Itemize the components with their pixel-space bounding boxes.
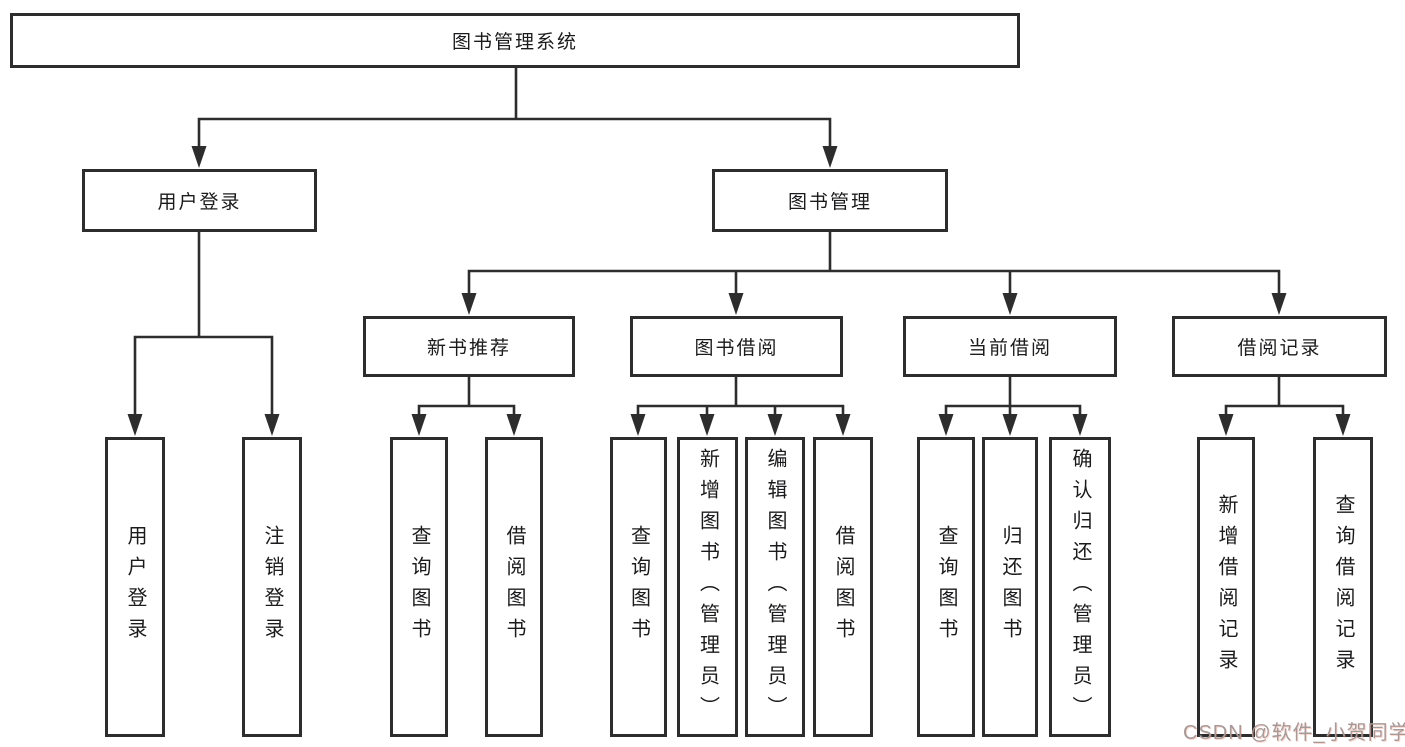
leaf-user-login: 用户登录: [105, 437, 165, 737]
branch-book-borrow: [636, 377, 845, 420]
node-book-borrow-label: 图书借阅: [694, 338, 779, 359]
leaf-add-book-admin-label: 新增图书（管理员）: [696, 447, 719, 727]
leaf-logout: 注销登录: [242, 437, 302, 737]
leaf-current-query-books-label: 查询图书: [935, 525, 957, 649]
node-new-book-recommend-label: 新书推荐: [426, 338, 511, 359]
leaf-current-query-books: 查询图书: [917, 437, 975, 737]
node-new-book-recommend: 新书推荐: [363, 316, 575, 377]
csdn-watermark: CSDN @软件_小贺同学: [1183, 722, 1405, 744]
branch-book-management: [467, 232, 1281, 300]
leaf-confirm-return-admin: 确认归还（管理员）: [1049, 437, 1111, 737]
leaf-add-borrow-record-label: 新增借阅记录: [1215, 494, 1237, 680]
branch-borrow-records: [1224, 377, 1345, 420]
leaf-user-login-label: 用户登录: [124, 525, 146, 649]
node-user-login-label: 用户登录: [157, 192, 242, 213]
leaf-borrow-query-books: 查询图书: [610, 437, 667, 737]
leaf-query-borrow-record-label: 查询借阅记录: [1332, 494, 1354, 680]
node-book-borrow: 图书借阅: [630, 316, 843, 377]
node-book-management: 图书管理: [712, 169, 948, 232]
leaf-query-borrow-record: 查询借阅记录: [1313, 437, 1373, 737]
leaf-add-borrow-record: 新增借阅记录: [1197, 437, 1255, 737]
node-current-borrow: 当前借阅: [903, 316, 1117, 377]
arrowheads: [127, 146, 1351, 436]
leaf-edit-book-admin: 编辑图书（管理员）: [745, 437, 805, 737]
branch-new-book-recommend: [417, 377, 516, 420]
leaf-logout-label: 注销登录: [261, 525, 283, 649]
leaf-confirm-return-admin-label: 确认归还（管理员）: [1069, 447, 1091, 727]
node-borrow-records-label: 借阅记录: [1237, 338, 1322, 359]
leaf-borrow-query-books-label: 查询图书: [627, 525, 650, 649]
leaf-add-book-admin: 新增图书（管理员）: [677, 437, 738, 737]
leaf-return-book-label: 归还图书: [999, 525, 1021, 649]
node-book-management-label: 图书管理: [787, 192, 872, 213]
node-root: 图书管理系统: [10, 13, 1020, 68]
leaf-recommend-borrow-books-label: 借阅图书: [503, 525, 525, 649]
leaf-borrow-books-label: 借阅图书: [832, 525, 854, 649]
branch-current-borrow: [944, 377, 1082, 420]
node-current-borrow-label: 当前借阅: [967, 338, 1052, 359]
branch-root: [197, 68, 832, 152]
node-user-login: 用户登录: [82, 169, 317, 232]
branch-user-login: [133, 232, 274, 420]
node-root-label: 图书管理系统: [451, 32, 578, 53]
leaf-edit-book-admin-label: 编辑图书（管理员）: [764, 447, 786, 727]
leaf-return-book: 归还图书: [982, 437, 1038, 737]
leaf-recommend-query-books: 查询图书: [390, 437, 448, 737]
leaf-recommend-borrow-books: 借阅图书: [485, 437, 543, 737]
leaf-borrow-books: 借阅图书: [813, 437, 873, 737]
node-borrow-records: 借阅记录: [1172, 316, 1387, 377]
leaf-recommend-query-books-label: 查询图书: [408, 525, 430, 649]
